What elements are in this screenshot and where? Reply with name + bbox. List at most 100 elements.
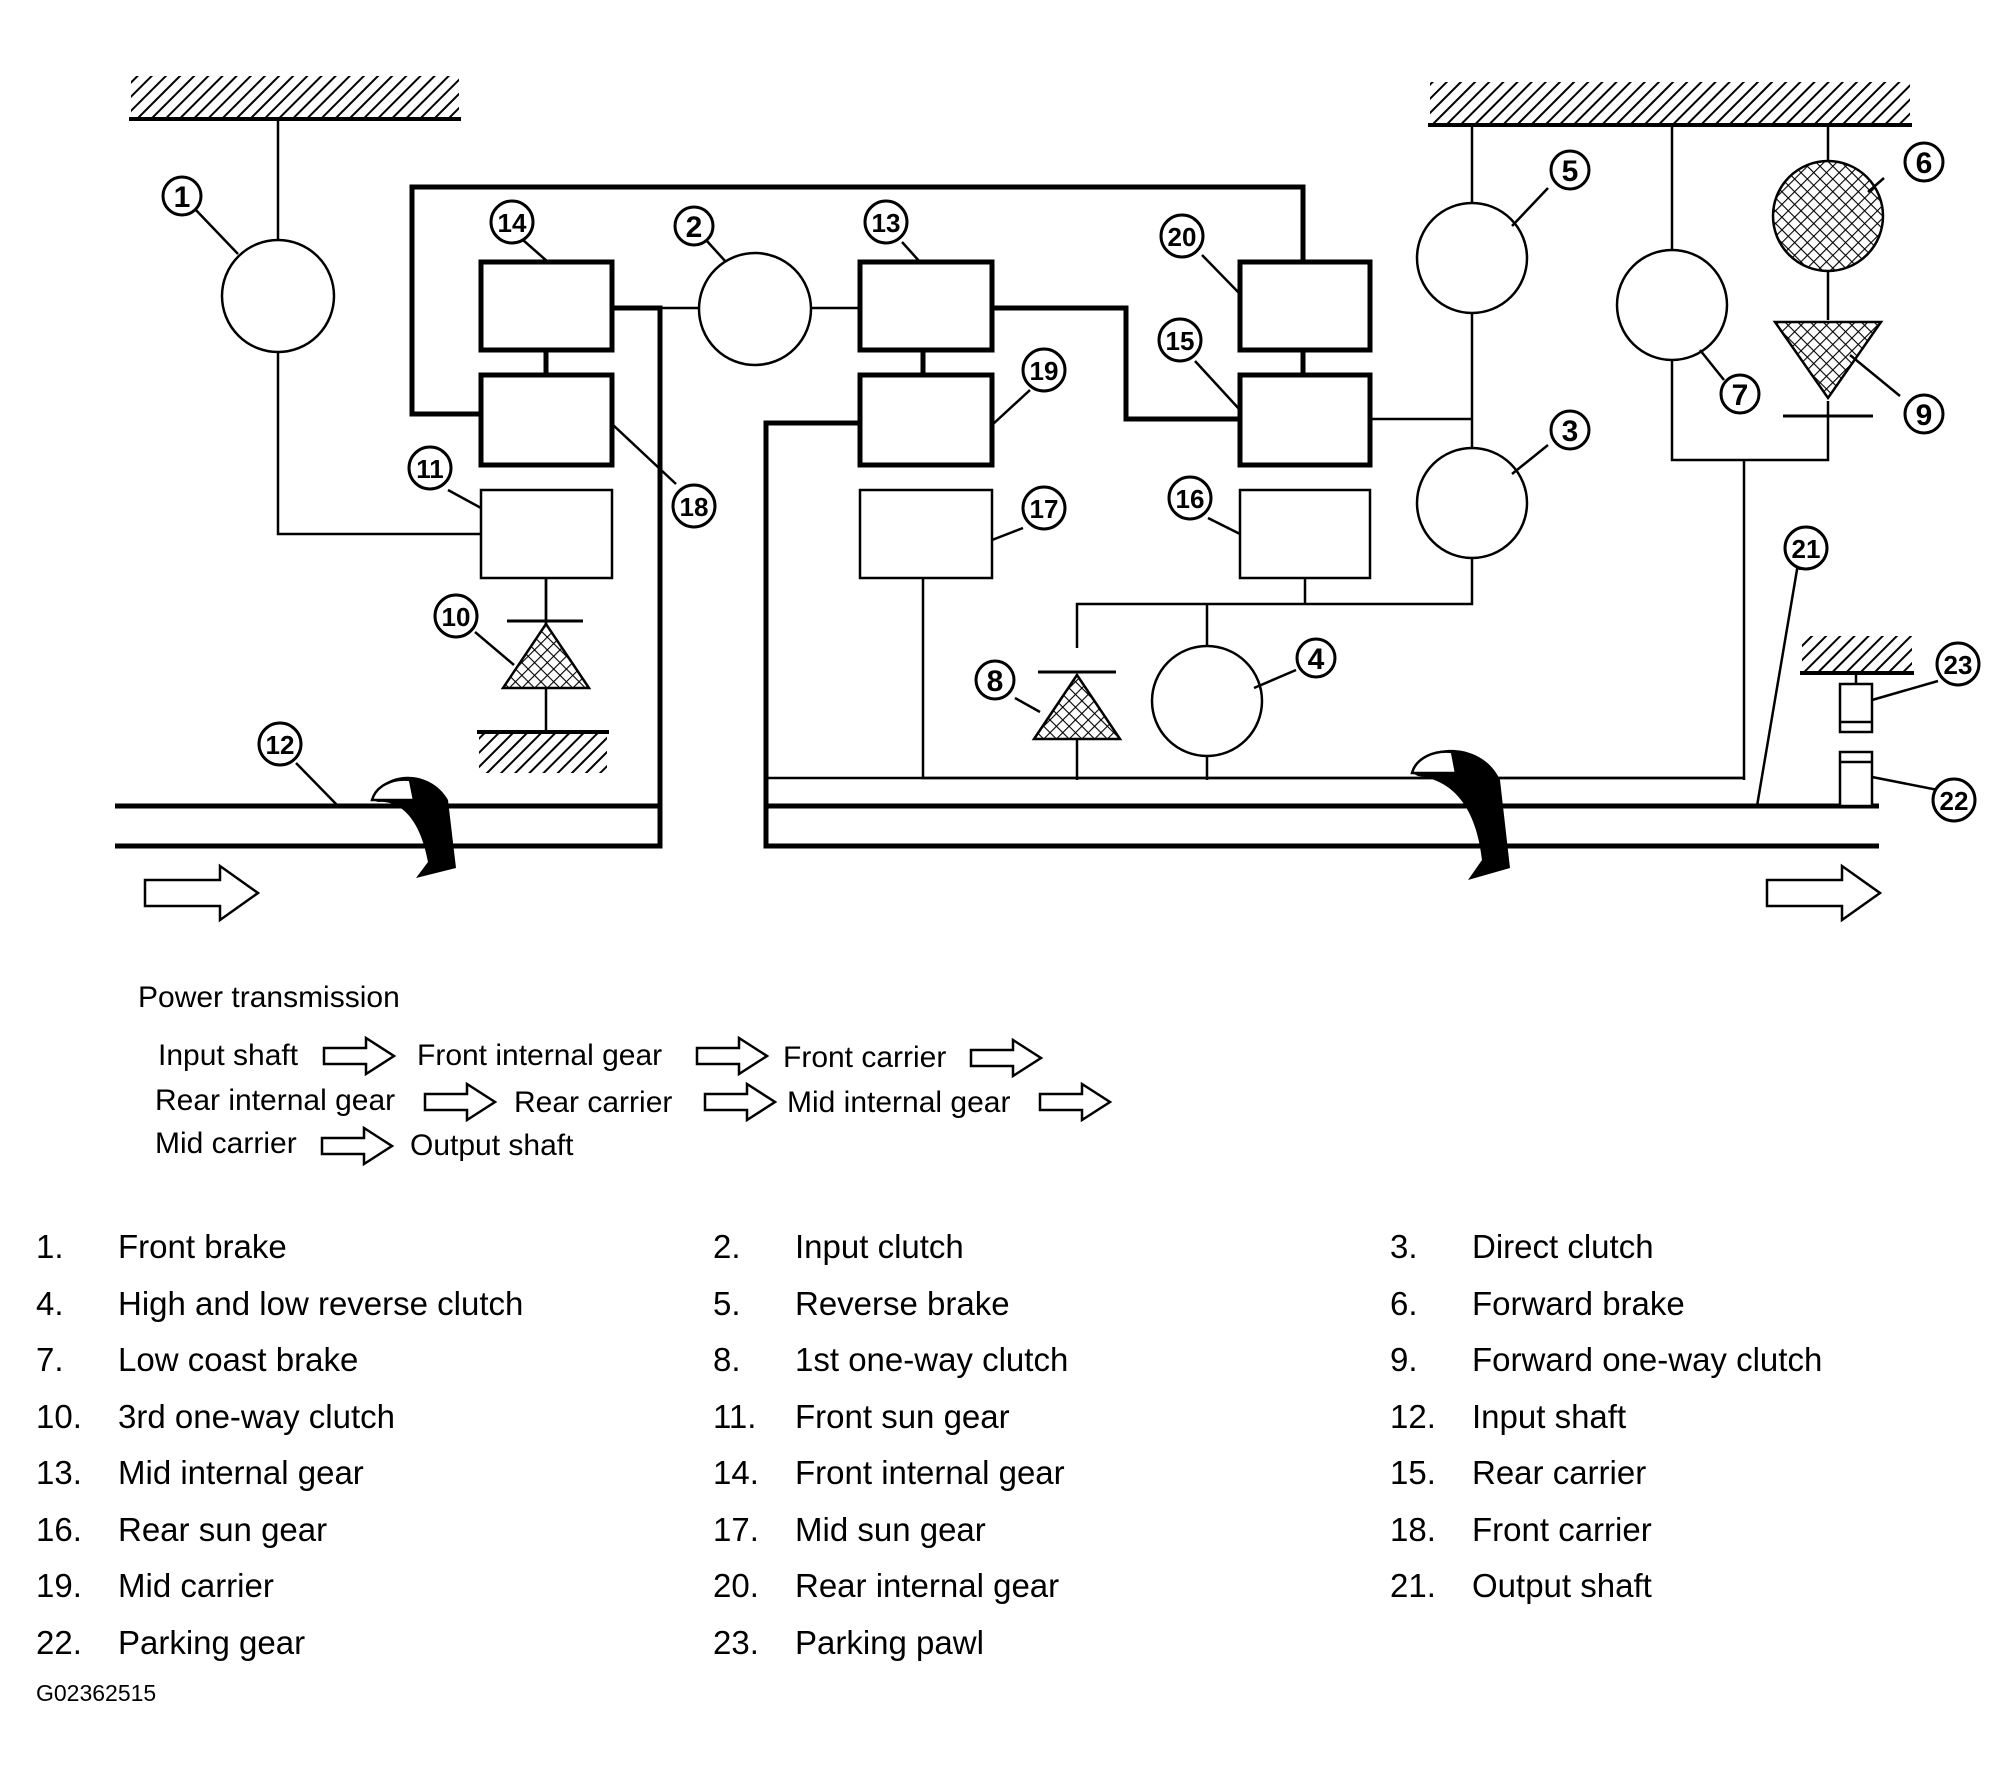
legend-label: Front carrier: [1472, 1510, 1652, 1548]
svg-text:16: 16: [1176, 484, 1205, 514]
pt-step-output-shaft: Output shaft: [410, 1129, 574, 1162]
callout-6: 6: [1903, 141, 1945, 183]
legend-label: Front sun gear: [795, 1397, 1010, 1435]
svg-text:21: 21: [1792, 534, 1821, 564]
callout-1: 1: [161, 175, 203, 217]
callout-13: 13: [863, 199, 909, 245]
svg-text:2: 2: [686, 211, 703, 244]
svg-text:9: 9: [1916, 399, 1933, 432]
legend-number: 23.: [713, 1623, 759, 1661]
legend-number: 13.: [36, 1454, 82, 1491]
legend-number: 9.: [1390, 1341, 1418, 1378]
callout-19: 19: [1021, 347, 1067, 393]
legend-number: 6.: [1390, 1284, 1418, 1322]
mid-sun-gear-box: [858, 488, 994, 580]
legend-label: Input shaft: [1472, 1397, 1627, 1435]
legend-label: High and low reverse clutch: [118, 1284, 524, 1322]
svg-text:17: 17: [1030, 494, 1059, 524]
legend-label: Parking gear: [118, 1623, 306, 1661]
legend-label: Mid internal gear: [118, 1454, 364, 1491]
forward-one-way-clutch-triangle: [1772, 320, 1884, 401]
legend-label: Forward one-way clutch: [1472, 1341, 1823, 1378]
callout-9: 9: [1903, 393, 1945, 435]
rear-internal-gear-box: [1237, 259, 1373, 353]
callout-3: 3: [1549, 409, 1591, 451]
callout-7: 7: [1719, 373, 1761, 415]
forward-brake-circle: [1771, 159, 1885, 273]
flow-arrows: [143, 863, 1883, 923]
legend-label: Parking pawl: [795, 1623, 984, 1661]
pt-arrow-2: [695, 1035, 770, 1077]
legend-label: Input clutch: [795, 1228, 964, 1265]
legend-number: 2.: [713, 1228, 741, 1265]
legend-number: 4.: [36, 1284, 64, 1322]
rear-sun-gear-box: [1238, 488, 1372, 580]
legend-label: Low coast brake: [118, 1341, 359, 1378]
svg-text:18: 18: [680, 492, 709, 522]
ground-hatch-parking-pawl: [1800, 636, 1914, 675]
svg-text:6: 6: [1916, 147, 1933, 180]
svg-text:1: 1: [174, 181, 191, 214]
svg-text:10: 10: [442, 602, 471, 632]
svg-text:19: 19: [1030, 356, 1059, 386]
legend-label: Mid carrier: [118, 1567, 274, 1604]
low-coast-brake-circle: [1615, 248, 1729, 362]
legend-number: 11.: [713, 1397, 757, 1435]
parking-pawl-shape: [1838, 682, 1874, 734]
ground-hatch-3rd-owc: [477, 730, 609, 773]
pt-arrow-7: [320, 1125, 395, 1167]
pt-step-rear-internal-gear: Rear internal gear: [155, 1084, 395, 1117]
power-transmission-title: Power transmission: [138, 981, 400, 1014]
figure-code: G02362515: [36, 1680, 157, 1706]
legend-number: 22.: [36, 1623, 82, 1661]
mid-carrier-box: [857, 372, 995, 468]
leader-lines: [193, 177, 1939, 807]
reverse-brake-circle: [1415, 201, 1529, 315]
svg-text:11: 11: [416, 454, 444, 484]
direct-clutch-circle: [1415, 446, 1529, 560]
input-clutch-circle: [697, 251, 813, 367]
legend-label: Mid sun gear: [795, 1510, 986, 1548]
legend-number: 3.: [1390, 1228, 1418, 1265]
callout-21: 21: [1783, 525, 1829, 571]
legend-number: 5.: [713, 1284, 741, 1322]
pt-arrow-5: [703, 1081, 778, 1123]
svg-text:15: 15: [1166, 326, 1195, 356]
legend-number: 21.: [1390, 1567, 1436, 1604]
legend-label: 3rd one-way clutch: [118, 1397, 395, 1435]
parking-mechanism: [1838, 682, 1874, 808]
front-carrier-box: [478, 372, 615, 468]
legend-label: Reverse brake: [795, 1284, 1010, 1322]
legend-number: 10.: [36, 1397, 82, 1435]
legend-number: 15.: [1390, 1454, 1436, 1491]
svg-text:3: 3: [1562, 415, 1579, 448]
svg-text:8: 8: [987, 665, 1004, 698]
legend-number: 8.: [713, 1341, 741, 1378]
rotation-arrow-input: [370, 776, 456, 878]
ground-hatch-right: [1428, 82, 1912, 127]
mid-internal-gear-box: [857, 259, 995, 353]
callout-10: 10: [433, 593, 479, 639]
legend-label: Front internal gear: [795, 1454, 1065, 1491]
callout-4: 4: [1295, 637, 1337, 679]
pt-step-mid-carrier: Mid carrier: [155, 1127, 297, 1160]
pt-arrow-4: [423, 1081, 498, 1123]
callout-markers: 1 2 3 4 5 6 7 8 9 10 11 12 13 14 15 16 1…: [161, 141, 1981, 823]
legend-label: Output shaft: [1472, 1567, 1652, 1604]
legend-number: 7.: [36, 1341, 64, 1378]
callout-22: 22: [1931, 777, 1977, 823]
callout-12: 12: [257, 721, 303, 767]
callout-15: 15: [1157, 317, 1203, 363]
front-sun-gear-box: [479, 488, 614, 580]
pt-arrow-6: [1038, 1081, 1113, 1123]
input-flow-arrow: [143, 863, 261, 923]
legend-label: Forward brake: [1472, 1284, 1685, 1322]
front-brake-circle: [220, 238, 336, 354]
gear-boxes: [478, 259, 1373, 580]
callout-8: 8: [974, 659, 1016, 701]
svg-text:5: 5: [1562, 155, 1579, 188]
legend-number: 20.: [713, 1567, 759, 1604]
power-transmission-block: Power transmission Input shaft Front int…: [138, 981, 1113, 1167]
legend-label: Front brake: [118, 1228, 287, 1265]
